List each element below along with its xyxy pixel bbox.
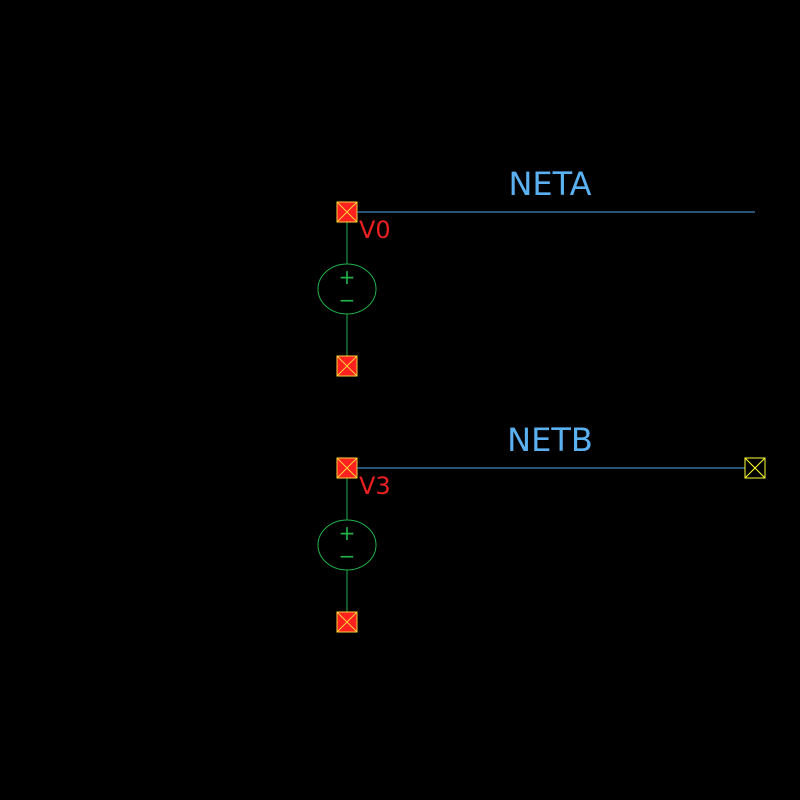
- v0-plus-sign: +: [339, 265, 356, 289]
- voltage-source-v3[interactable]: + − V3: [317, 457, 391, 633]
- voltage-source-v0[interactable]: + − V0: [317, 201, 391, 377]
- v0-source-body: [317, 263, 377, 315]
- v3-instance-label: V3: [359, 472, 391, 500]
- net-neta[interactable]: NETA: [357, 165, 755, 213]
- v0-instance-label: V0: [359, 216, 391, 244]
- v3-bottom-pin[interactable]: [336, 611, 358, 633]
- v0-minus-sign: −: [339, 288, 356, 312]
- netb-open-pin[interactable]: [744, 457, 766, 479]
- v3-plus-sign: +: [339, 521, 356, 545]
- v3-top-pin[interactable]: [336, 457, 358, 479]
- v3-minus-sign: −: [339, 544, 356, 568]
- net-netb[interactable]: NETB: [357, 421, 766, 479]
- netb-label: NETB: [507, 421, 593, 459]
- neta-label: NETA: [508, 165, 591, 203]
- v3-source-body: [317, 519, 377, 571]
- v0-top-pin[interactable]: [336, 201, 358, 223]
- v0-bottom-pin[interactable]: [336, 355, 358, 377]
